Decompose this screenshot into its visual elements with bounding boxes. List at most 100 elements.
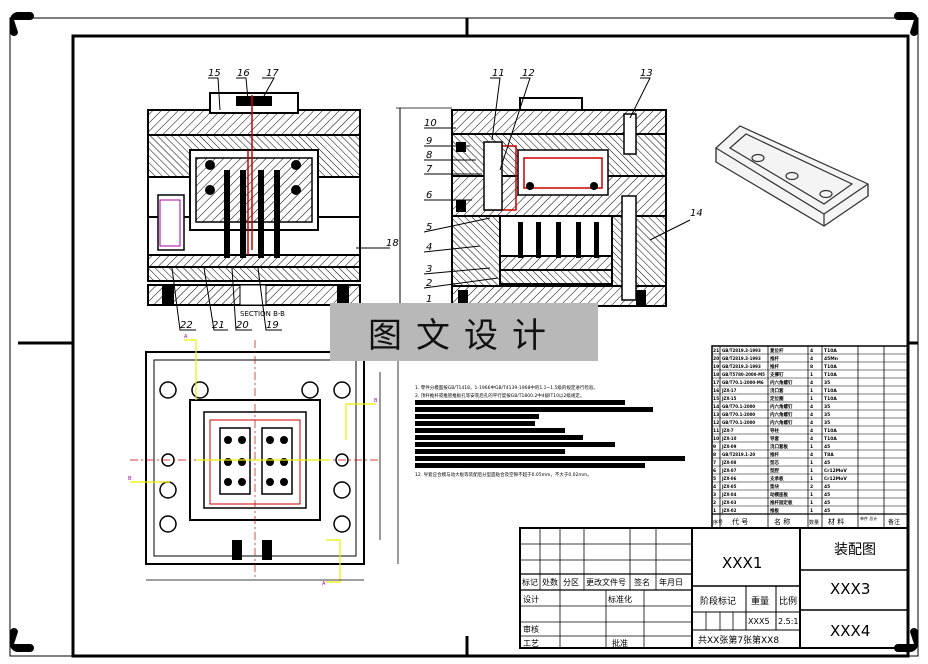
bom-hdr-code: 代 号: [732, 517, 748, 526]
balloon-14: 14: [690, 208, 703, 219]
bom-cell-no: 5: [713, 476, 716, 482]
balloon-15: 15: [208, 68, 221, 79]
bom-cell-no: 19: [713, 364, 719, 370]
bom-cell-qty: 4: [810, 380, 813, 386]
bom-cell-qty: 1: [810, 372, 813, 378]
bom-cell-mat: 45: [824, 484, 830, 490]
bom-cell-name: 复位杆: [769, 347, 784, 354]
bom-header: 序号 代 号 名 称 数量 材 料 单件 总计 备注: [713, 515, 900, 526]
bom-cell-qty: 4: [810, 348, 813, 354]
bom-cell-no: 9: [713, 444, 716, 450]
bom-cell-mat: Cr12MoV: [824, 476, 847, 482]
bom-cell-std: GB/T2819.3-1993: [722, 348, 761, 353]
bom-cell-std: JZX-02: [721, 508, 737, 513]
balloon-8: 8: [426, 150, 432, 161]
rev-label-date: 年月日: [659, 577, 683, 587]
bom-hdr-mat: 材 料: [828, 517, 844, 526]
bom-cell-name: 支撑钉: [770, 371, 784, 378]
label-approve: 批准: [612, 638, 628, 648]
bom-cell-no: 8: [713, 452, 716, 458]
bom-cell-std: GB/T70.1-2000: [722, 404, 755, 409]
bom-cell-name: 内六角螺钉: [770, 379, 793, 386]
label-weight: 重量: [751, 595, 769, 607]
bom-hdr-note: 备注: [888, 518, 900, 526]
bom-cell-std: JZX-03: [721, 500, 737, 505]
center-marks: [18, 18, 918, 656]
bom-cell-no: 21: [713, 348, 719, 354]
balloon-19: 19: [266, 320, 279, 331]
bom-cell-qty: 4: [810, 436, 813, 442]
bom-cell-name: 浇口套: [770, 387, 784, 394]
balloon-10: 10: [424, 118, 437, 129]
drawing-number: XXX3: [830, 580, 870, 598]
bom-cell-mat: 45: [824, 500, 830, 506]
bom-cell-mat: T10A: [824, 428, 837, 434]
bom-cell-mat: 45: [824, 460, 830, 466]
svg-text:A: A: [322, 581, 326, 587]
bom-cell-std: GB/T2819.3-1993: [722, 364, 761, 369]
bom-cell-name: 内六角螺钉: [770, 419, 793, 426]
balloon-leaders-right: [423, 77, 691, 289]
bom-cell-no: 14: [713, 404, 719, 410]
balloon-17: 17: [266, 68, 279, 79]
bom-cell-qty: 1: [810, 388, 813, 394]
bom-cell-qty: 4: [810, 412, 813, 418]
bom-cell-mat: T10A: [824, 396, 837, 402]
balloon-18: 18: [386, 238, 399, 249]
balloon-leaders-left: [171, 77, 390, 331]
note-line-1: 1. 零件分模面按GB/T1418，1-1966中GB/T4139-1968中的…: [415, 384, 598, 391]
bom-cell-no: 3: [713, 492, 716, 498]
company-name: XXX1: [722, 554, 762, 572]
section-label: SECTION B-B: [240, 310, 285, 318]
bom-cell-mat: 45: [824, 492, 830, 498]
bom-cell-std: JZX-08: [721, 460, 737, 465]
bom-cell-no: 2: [713, 500, 716, 506]
bom-cell-name: 型腔: [770, 467, 779, 474]
tech-notes: 1. 零件分模面按GB/T1418，1-1966中GB/T4139-1968中的…: [415, 384, 685, 478]
bom-cell-mat: T10A: [824, 388, 837, 394]
bom-cell-qty: 4: [810, 356, 813, 362]
bom-cell-mat: 45: [824, 444, 830, 450]
bom-cell-std: GB/T2819.1-20: [722, 452, 755, 457]
isometric-part: [715, 125, 869, 227]
bom-cell-std: JZX-05: [721, 484, 737, 489]
bom-cell-qty: 1: [810, 460, 813, 466]
redacted-notes: [415, 400, 685, 468]
balloon-20: 20: [236, 320, 249, 331]
bom-cell-qty: 4: [810, 428, 813, 434]
bom-cell-name: 内六角螺钉: [770, 411, 793, 418]
bom-cell-name: 浇口套板: [770, 443, 788, 450]
bom-cell-no: 11: [713, 428, 719, 434]
bom-cell-qty: 1: [810, 500, 813, 506]
bom-cell-name: 推杆: [770, 451, 779, 458]
bom-cell-qty: 8: [810, 364, 813, 370]
bom-cell-name: 型芯: [770, 459, 779, 466]
label-standard: 标准化: [608, 594, 632, 604]
bom-cell-qty: 2: [810, 484, 813, 490]
bom-cell-no: 4: [713, 484, 716, 490]
bom-cell-name: 支承板: [770, 475, 784, 482]
bom-cell-name: 内六角螺钉: [770, 403, 793, 410]
balloon-3: 3: [426, 264, 432, 275]
section-view-right: [396, 97, 667, 310]
balloon-12: 12: [522, 68, 535, 79]
note-line-2: 2. 顶杆推杆或推管推板孔等安装后孔的平行度按GB/T1800.2中4级IT10…: [415, 392, 584, 399]
bom-cell-name: 推杆固定板: [770, 499, 793, 506]
bom-cell-no: 10: [713, 436, 719, 442]
bom-cell-mat: 45Mn: [824, 356, 838, 362]
bom-cell-mat: 35: [824, 404, 830, 410]
bom-cell-std: JZX-10: [721, 436, 737, 441]
bom-cell-qty: 1: [810, 396, 813, 402]
note-line-12: 12. 导套应合模与动大板等装配后分型面贴合及空隙不超于0.05mm，不大于0.…: [415, 471, 592, 478]
bom-hdr-qty: 数量: [809, 519, 819, 526]
bom-cell-qty: 1: [810, 476, 813, 482]
bom-cell-no: 6: [713, 468, 716, 474]
drawing-name: 装配图: [834, 542, 876, 558]
balloon-1: 1: [426, 294, 432, 305]
bom-cell-name: 导柱: [770, 427, 779, 434]
bom-cell-mat: T8A: [824, 452, 834, 458]
balloon-13: 13: [640, 68, 653, 79]
title-block-texts: 标记 处数 分区 更改文件号 签名 年月日 设计 标准化 审核 工艺 批准 阶段…: [522, 542, 876, 648]
bom-cell-mat: 35: [824, 412, 830, 418]
